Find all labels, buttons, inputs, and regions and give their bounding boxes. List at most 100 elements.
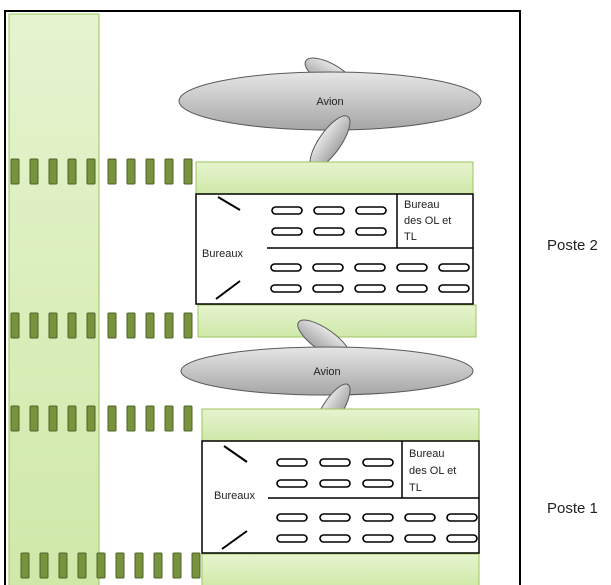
offices-label-station-1: Bureaux xyxy=(214,490,255,502)
post-marker xyxy=(107,158,117,185)
desk xyxy=(362,534,394,543)
desks-station-1 xyxy=(276,458,478,543)
desk xyxy=(404,513,436,522)
desk xyxy=(276,534,308,543)
post-marker xyxy=(183,158,193,185)
desk xyxy=(354,284,386,293)
station-label-2: Poste 2 xyxy=(547,237,598,254)
ol-tl-office-line3-station-2: TL xyxy=(404,231,417,243)
post-marker xyxy=(145,158,155,185)
desk xyxy=(312,284,344,293)
post-marker xyxy=(126,312,136,339)
desks-station-2 xyxy=(270,206,470,293)
desk xyxy=(438,284,470,293)
desk xyxy=(446,513,478,522)
post-marker xyxy=(191,552,201,579)
desk xyxy=(362,479,394,488)
left-corridor xyxy=(8,13,100,585)
post-marker xyxy=(77,552,87,579)
post-marker xyxy=(10,312,20,339)
desk xyxy=(319,458,351,467)
post-marker xyxy=(145,312,155,339)
post-marker xyxy=(115,552,125,579)
door-line-bottom-station-1 xyxy=(221,530,248,550)
desk xyxy=(271,206,303,215)
post-marker xyxy=(29,405,39,432)
post-marker xyxy=(134,552,144,579)
desk xyxy=(446,534,478,543)
door-line-top-station-1 xyxy=(223,445,248,463)
post-marker xyxy=(10,158,20,185)
desk xyxy=(404,534,436,543)
post-marker xyxy=(39,552,49,579)
door-line-bottom-station-2 xyxy=(215,280,241,300)
ol-tl-office-line1-station-1: Bureau xyxy=(409,448,444,460)
station-1 xyxy=(180,319,480,585)
post-marker xyxy=(183,312,193,339)
post-marker xyxy=(107,405,117,432)
post-marker xyxy=(29,158,39,185)
desk xyxy=(312,263,344,272)
desk xyxy=(354,263,386,272)
hangar-outline xyxy=(4,10,521,585)
desk xyxy=(396,263,428,272)
post-marker xyxy=(48,405,58,432)
desk xyxy=(362,458,394,467)
post-marker xyxy=(183,405,193,432)
post-marker xyxy=(48,312,58,339)
post-marker xyxy=(48,158,58,185)
post-marker xyxy=(145,405,155,432)
post-marker xyxy=(10,405,20,432)
desk xyxy=(362,513,394,522)
desk xyxy=(396,284,428,293)
post-marker xyxy=(86,158,96,185)
post-marker xyxy=(164,405,174,432)
desk xyxy=(355,227,387,236)
desk xyxy=(270,263,302,272)
desk xyxy=(313,206,345,215)
ol-tl-office-line2-station-1: des OL et xyxy=(409,465,456,477)
door-line-top-station-2 xyxy=(217,196,241,211)
post-marker xyxy=(126,405,136,432)
post-marker xyxy=(20,552,30,579)
post-marker xyxy=(164,158,174,185)
station-2 xyxy=(178,57,482,338)
work-zone-bottom-station-1 xyxy=(201,553,480,585)
work-zone-top-station-1 xyxy=(201,408,480,442)
post-marker xyxy=(107,312,117,339)
station-label-1: Poste 1 xyxy=(547,500,598,517)
desk xyxy=(355,206,387,215)
post-marker xyxy=(172,552,182,579)
work-zone-bottom-station-2 xyxy=(197,304,477,338)
post-marker xyxy=(153,552,163,579)
ol-tl-office-line1-station-2: Bureau xyxy=(404,199,439,211)
desk xyxy=(313,227,345,236)
desk xyxy=(276,513,308,522)
post-marker xyxy=(86,405,96,432)
post-marker xyxy=(67,158,77,185)
offices-label-station-2: Bureaux xyxy=(202,248,243,260)
post-marker xyxy=(58,552,68,579)
plane-label-station-1: Avion xyxy=(313,366,340,378)
ol-tl-office-line3-station-1: TL xyxy=(409,482,422,494)
desk xyxy=(270,284,302,293)
desk xyxy=(319,534,351,543)
post-marker xyxy=(96,552,106,579)
desk xyxy=(276,458,308,467)
post-marker xyxy=(164,312,174,339)
work-zone-top-station-2 xyxy=(195,161,474,195)
desk xyxy=(276,479,308,488)
post-marker xyxy=(29,312,39,339)
desk xyxy=(271,227,303,236)
post-marker xyxy=(86,312,96,339)
post-marker xyxy=(126,158,136,185)
desk xyxy=(438,263,470,272)
post-marker xyxy=(67,405,77,432)
desk xyxy=(319,513,351,522)
plane-station-2 xyxy=(178,57,482,169)
ol-tl-office-line2-station-2: des OL et xyxy=(404,215,451,227)
post-marker xyxy=(67,312,77,339)
plane-label-station-2: Avion xyxy=(316,96,343,108)
desk xyxy=(319,479,351,488)
